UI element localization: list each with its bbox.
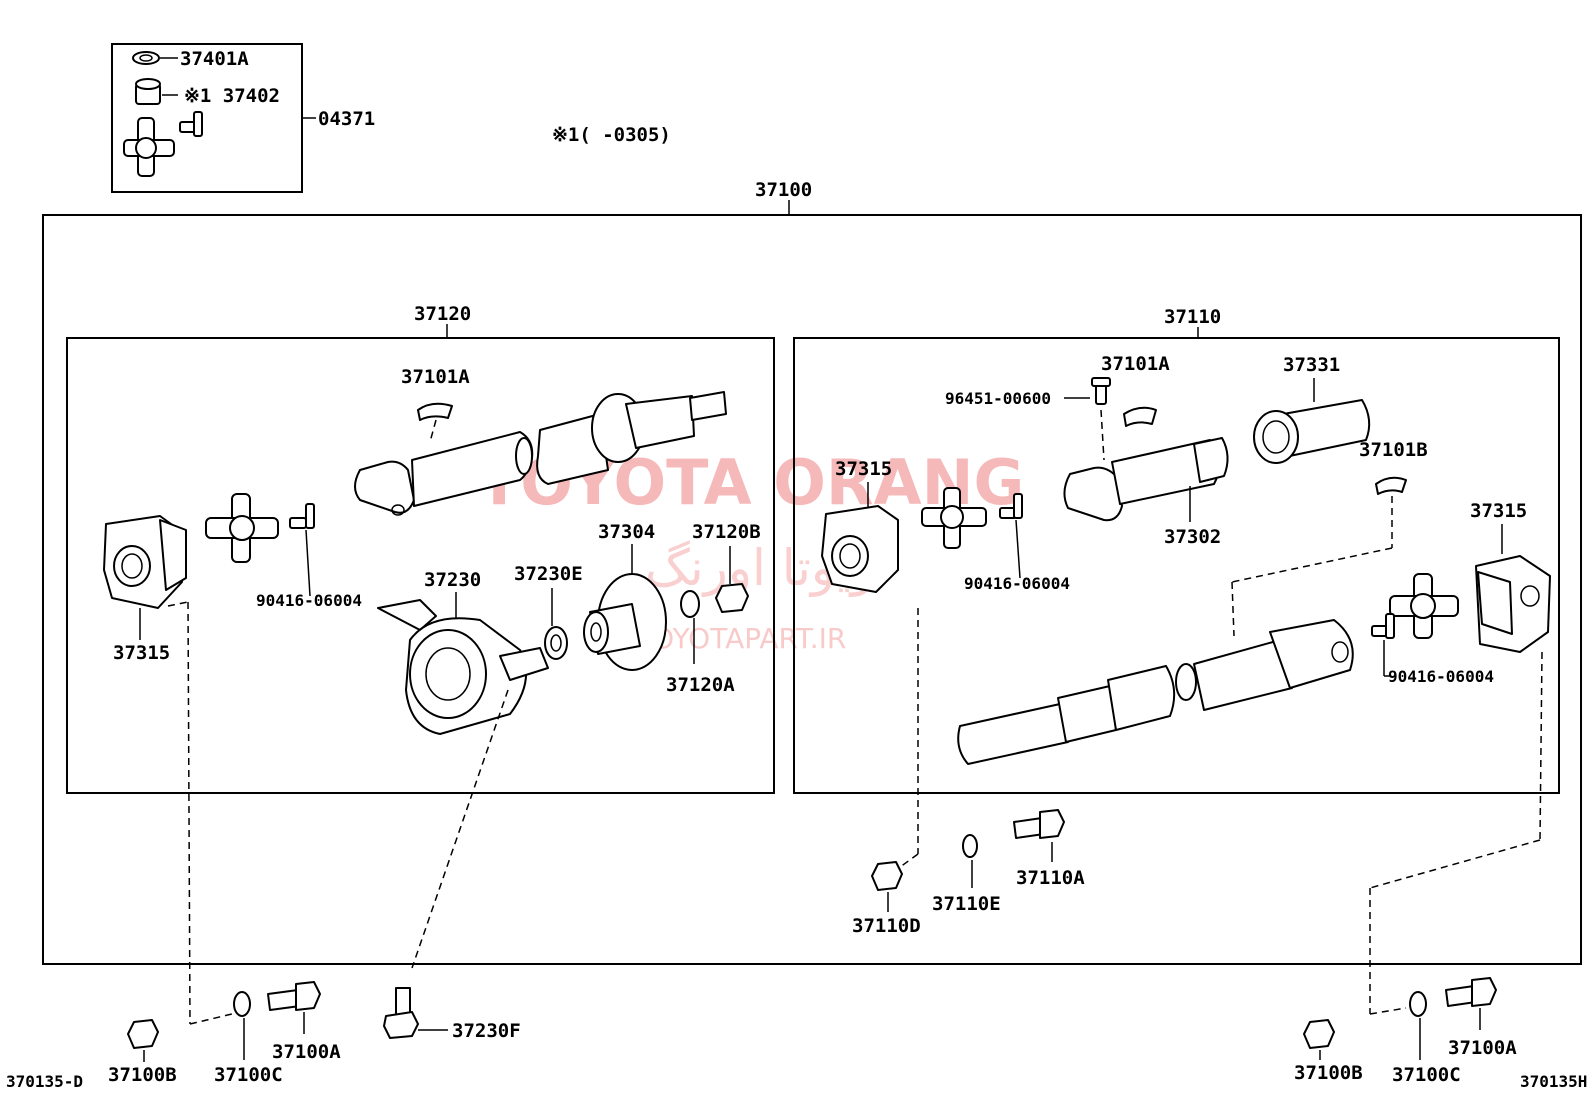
label-37120: 37120 [414, 303, 471, 325]
label-96451: 96451-00600 [945, 389, 1051, 408]
spider-joint-icon [123, 117, 175, 177]
assembly-frame [42, 214, 1582, 965]
label-37230E: 37230E [514, 563, 583, 585]
flange-yoke-icon [103, 515, 187, 609]
left-group-frame [66, 337, 775, 794]
center-bearing-icon [377, 599, 549, 735]
br-washer-icon [1409, 991, 1427, 1017]
right-spider-a-icon [921, 487, 987, 549]
leader-left-1 [167, 601, 189, 607]
right-flange-yoke-a-icon [821, 505, 899, 593]
snap-ring-icon [132, 51, 160, 65]
right-balance-weight-icon [1123, 406, 1157, 427]
label-left-37101A: 37101A [401, 366, 470, 388]
label-37230: 37230 [424, 569, 481, 591]
label-left-90416: 90416-06004 [256, 591, 362, 610]
right-balance-weight-b-icon [1375, 476, 1407, 495]
bl-bearing-bolt-icon [383, 987, 419, 1039]
bl-washer-icon [233, 991, 251, 1017]
grease-fitting-icon [179, 111, 203, 137]
flange-nut-icon [715, 583, 749, 613]
bl-bolt-icon [267, 981, 321, 1011]
right-spider-b-icon [1389, 573, 1459, 639]
washer-icon [544, 626, 568, 660]
companion-flange-icon [583, 573, 667, 671]
right-flange-yoke-b-icon [1475, 555, 1551, 653]
label-37110E: 37110E [932, 893, 1001, 915]
inner-hardware: 37110D 37110E 37110A [852, 608, 1085, 937]
label-37331: 37331 [1283, 354, 1340, 376]
left-spider-icon [205, 493, 279, 563]
label-bl-37100B: 37100B [108, 1064, 177, 1086]
label-37110D: 37110D [852, 915, 921, 937]
bl-nut-icon [127, 1019, 159, 1049]
label-right-90416b: 90416-06004 [1388, 667, 1494, 686]
label-37100: 37100 [755, 179, 812, 201]
label-37402: ※1 37402 [184, 85, 280, 107]
intermediate-shaft-icon [1063, 437, 1229, 522]
nut-icon [871, 861, 903, 891]
right-grease-fitting-b-icon [1371, 613, 1395, 639]
label-br-37100C: 37100C [1392, 1064, 1461, 1086]
label-37101B: 37101B [1359, 439, 1428, 461]
kit-box: 37401A ※1 37402 04371 [111, 43, 375, 193]
bottom-left-hardware: 37100B 37100C 37100A 37230F [108, 981, 521, 1086]
label-right-37315b: 37315 [1470, 500, 1527, 522]
bottom-right-hardware: 37100B 37100C 37100A [1294, 977, 1517, 1086]
right-grease-fitting-a-icon [999, 493, 1023, 519]
label-right-37101A: 37101A [1101, 353, 1170, 375]
rear-shaft-icon [957, 619, 1354, 765]
label-bl-37100A: 37100A [272, 1041, 341, 1063]
label-37110: 37110 [1164, 306, 1221, 328]
inner-washer-icon [962, 834, 978, 858]
label-37120B: 37120B [692, 521, 761, 543]
label-37401A: 37401A [180, 48, 249, 70]
right-group-frame [793, 337, 1560, 794]
balance-weight-icon [417, 402, 453, 421]
leader-right-2 [1369, 839, 1541, 889]
label-37120A: 37120A [666, 674, 735, 696]
leader-bearing [411, 689, 509, 969]
label-bl-37100C: 37100C [214, 1064, 283, 1086]
label-37304: 37304 [598, 521, 655, 543]
br-bolt-icon [1445, 977, 1497, 1007]
lock-washer-icon [680, 590, 700, 618]
note-text: ※1( -0305) [552, 124, 671, 146]
leader-left-3 [189, 1013, 233, 1025]
label-37110A: 37110A [1016, 867, 1085, 889]
leader-left-2 [187, 601, 191, 1025]
br-nut-icon [1303, 1019, 1335, 1049]
code-right: 370135H [1520, 1072, 1587, 1091]
label-right-90416a: 90416-06004 [964, 574, 1070, 593]
leader-right-1 [1539, 651, 1543, 841]
left-group-parts: 37101A 37315 [103, 366, 761, 735]
left-grease-fitting-icon [289, 503, 315, 529]
label-right-37315a: 37315 [835, 458, 892, 480]
label-04371: 04371 [318, 108, 375, 130]
leader-right-4 [1369, 1007, 1407, 1015]
label-br-37100A: 37100A [1448, 1037, 1517, 1059]
plug-icon [1091, 377, 1111, 405]
label-br-37100B: 37100B [1294, 1062, 1363, 1084]
watermark-url: TOYOTAPART.IR [634, 622, 846, 655]
front-shaft-icon [354, 391, 727, 516]
right-group-parts: 96451-00600 37101A 37331 37315 [821, 353, 1551, 765]
label-bl-37230F: 37230F [452, 1020, 521, 1042]
label-left-37315: 37315 [113, 642, 170, 664]
code-left: 370135-D [6, 1072, 83, 1091]
bolt-icon [1013, 809, 1065, 839]
label-37302: 37302 [1164, 526, 1221, 548]
bearing-cup-icon [135, 78, 161, 105]
dust-boot-icon [1253, 399, 1371, 464]
